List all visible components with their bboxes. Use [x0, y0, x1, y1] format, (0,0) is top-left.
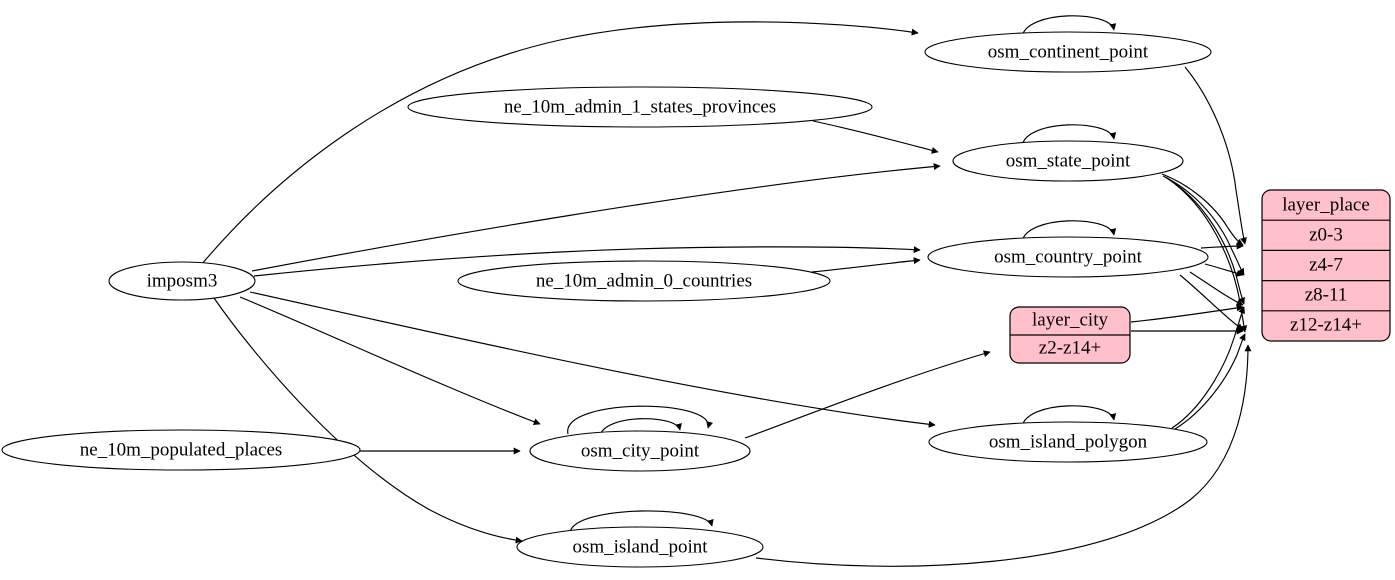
node-osm-island-polygon[interactable]: osm_island_polygon [928, 421, 1208, 463]
node-layer: imposm3 ne_10m_admin_1_states_provinces … [1, 31, 1212, 568]
record-row-layer-place-z8-11[interactable]: z8-11 [1305, 284, 1348, 305]
edge-osm-continent-point-to-z0-3 [1184, 66, 1247, 245]
record-layer-city[interactable]: layer_city z2-z14+ [1009, 306, 1131, 364]
edge-self-loop-osm-state-point [1021, 124, 1117, 147]
edge-osm-state-point-to-z12-z14 [1166, 177, 1248, 333]
edge-imposm3-to-osm-island-point [213, 297, 523, 544]
edge-osm-country-point-to-z8-11 [1189, 271, 1244, 306]
edge-osm-island-polygon-to-z8-11 [1171, 306, 1245, 429]
edge-osm-country-point-to-z0-3 [1200, 242, 1244, 250]
record-layer: layer_place z0-3 z4-7 z8-11 z12-z14+ lay… [1009, 189, 1391, 364]
record-layer-place[interactable]: layer_place z0-3 z4-7 z8-11 z12-z14+ [1261, 189, 1391, 342]
edge-imposm3-to-osm-state-point [251, 163, 941, 272]
node-osm-city-point[interactable]: osm_city_point [529, 430, 751, 472]
edge-self-loop-osm-country-point [1021, 220, 1117, 243]
node-label-osm-island-polygon: osm_island_polygon [989, 431, 1148, 452]
node-label-osm-state-point: osm_state_point [1006, 150, 1131, 171]
node-label-osm-country-point: osm_country_point [994, 246, 1142, 267]
node-imposm3[interactable]: imposm3 [108, 261, 256, 301]
edge-osm-state-point-to-z0-3 [1161, 173, 1244, 246]
edge-imposm3-to-osm-island-polygon [249, 291, 936, 428]
edge-self-loop-outer-osm-city-point [567, 405, 713, 435]
edge-osm-country-point-to-z4-7 [1204, 263, 1244, 277]
record-row-layer-place-z12-z14[interactable]: z12-z14+ [1290, 314, 1362, 335]
edge-imposm3-to-osm-city-point [239, 296, 541, 426]
node-ne-10m-admin-0-countries[interactable]: ne_10m_admin_0_countries [457, 260, 831, 302]
node-osm-continent-point[interactable]: osm_continent_point [924, 31, 1212, 73]
edge-self-loop-inner-osm-city-point [599, 418, 682, 437]
edge-ne-states-to-osm-state-point [812, 120, 939, 154]
edge-layer [201, 15, 1252, 567]
edge-osm-island-polygon-to-z12-z14 [1174, 333, 1246, 430]
node-label-ne-places: ne_10m_populated_places [80, 439, 283, 460]
node-ne-10m-admin-1-states-provinces[interactable]: ne_10m_admin_1_states_provinces [407, 86, 873, 128]
edge-self-loop-osm-island-polygon [1021, 405, 1117, 428]
edge-osm-city-point-to-layer-city [744, 350, 991, 439]
node-label-osm-city-point: osm_city_point [581, 440, 700, 461]
edge-osm-country-point-to-z12-z14 [1179, 274, 1244, 331]
node-label-osm-continent-point: osm_continent_point [988, 41, 1149, 62]
node-osm-island-point[interactable]: osm_island_point [516, 526, 764, 568]
node-label-imposm3: imposm3 [147, 270, 218, 291]
edge-osm-state-point-to-z8-11 [1164, 176, 1245, 305]
edge-self-loop-osm-island-point [569, 510, 714, 533]
record-row-layer-place-z0-3[interactable]: z0-3 [1309, 224, 1343, 245]
node-osm-state-point[interactable]: osm_state_point [952, 140, 1184, 182]
record-row-layer-place-z4-7[interactable]: z4-7 [1309, 254, 1343, 275]
node-ne-10m-populated-places[interactable]: ne_10m_populated_places [1, 429, 361, 471]
edge-layer-city-to-z8-11 [1130, 304, 1244, 323]
record-row-layer-place-title: layer_place [1282, 194, 1370, 215]
node-label-ne-countries: ne_10m_admin_0_countries [536, 270, 752, 291]
edge-self-loop-osm-continent-point [1021, 15, 1117, 38]
edge-imposm3-to-osm-country-point [253, 246, 921, 277]
edge-ne-countries-to-osm-country-point [811, 257, 921, 273]
node-label-osm-island-point: osm_island_point [572, 536, 708, 557]
record-row-layer-city-z2-z14[interactable]: z2-z14+ [1039, 337, 1101, 358]
node-osm-country-point[interactable]: osm_country_point [927, 236, 1209, 278]
node-label-ne-states: ne_10m_admin_1_states_provinces [504, 96, 776, 117]
record-row-layer-city-title: layer_city [1032, 309, 1108, 330]
edge-imposm3-to-osm-continent-point [201, 21, 919, 265]
edge-osm-island-point-to-z12-z14 [755, 344, 1252, 567]
